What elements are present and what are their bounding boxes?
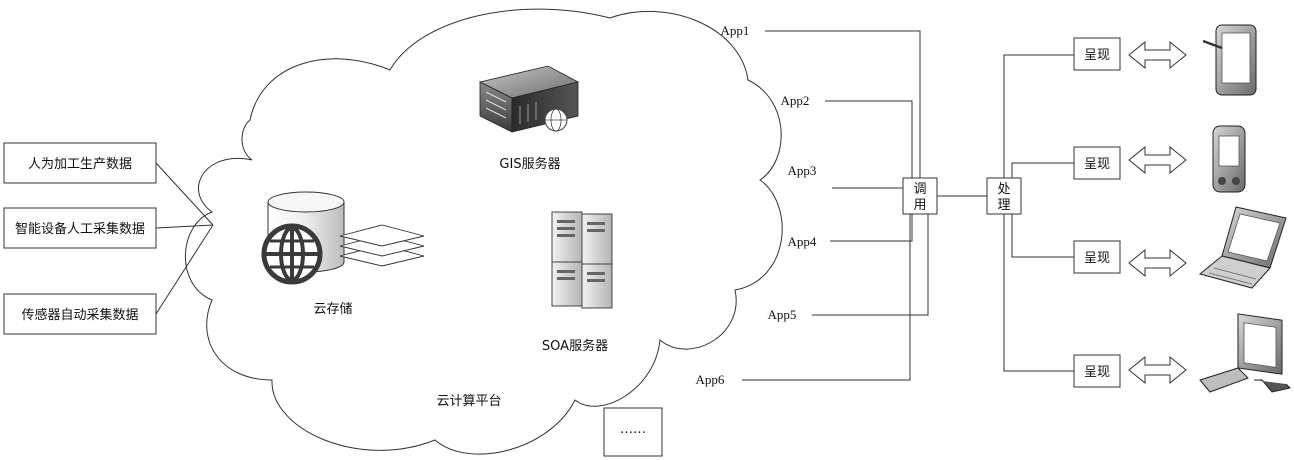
gis-server-label: GIS服务器 [499, 156, 560, 172]
source-box-sensor: 传感器自动采集数据 [3, 293, 157, 335]
present-label-3: 呈现 [1084, 251, 1110, 266]
tablet-icon [1202, 24, 1257, 96]
call-box-char-1: 调 [913, 182, 926, 197]
soa-server-icon [551, 211, 613, 309]
double-arrow-icon [1128, 355, 1187, 385]
source-box-smart-device: 智能设备人工采集数据 [3, 207, 157, 249]
pda-icon [1212, 125, 1246, 193]
source-label-sensor: 传感器自动采集数据 [21, 307, 138, 323]
process-box-char-2: 理 [997, 198, 1010, 213]
source-label-manual: 人为加工生产数据 [28, 157, 132, 172]
app6-label: App6 [696, 372, 725, 387]
present-box-2: 呈现 [1073, 146, 1121, 180]
more-services-box: …… [603, 407, 663, 457]
present-box-1: 呈现 [1073, 37, 1121, 71]
double-arrow-icon [1128, 145, 1187, 175]
more-services-label: …… [620, 422, 646, 437]
app2-label: App2 [781, 93, 810, 108]
present-label-4: 呈现 [1084, 365, 1110, 380]
connector-source-2 [155, 224, 214, 229]
cloud-platform [184, 8, 783, 455]
call-box-char-2: 用 [913, 198, 926, 213]
laptop-icon [1198, 206, 1287, 289]
cloud-storage-label: 云存储 [313, 302, 352, 317]
app4-label: App4 [788, 234, 817, 249]
connector-source-3 [155, 224, 214, 315]
present-label-2: 呈现 [1084, 157, 1110, 172]
double-arrow-icon [1128, 248, 1187, 278]
source-box-manual: 人为加工生产数据 [3, 142, 157, 184]
app3-label: App3 [788, 163, 817, 178]
gis-server-icon [478, 65, 580, 133]
connector-source-1 [155, 162, 214, 226]
cloud-storage-icon [261, 191, 425, 285]
app5-label: App5 [768, 307, 797, 322]
present-box-4: 呈现 [1073, 354, 1121, 388]
app-connectors [742, 30, 929, 381]
source-label-smart-device: 智能设备人工采集数据 [15, 221, 145, 237]
soa-server-label: SOA服务器 [542, 338, 608, 354]
present-label-1: 呈现 [1084, 48, 1110, 63]
process-box: 处 理 [986, 177, 1022, 215]
process-box-char-1: 处 [997, 182, 1010, 197]
present-connectors [1003, 54, 1074, 372]
double-arrow-icon [1128, 40, 1187, 70]
call-box: 调 用 [902, 177, 938, 215]
present-box-3: 呈现 [1073, 240, 1121, 274]
desktop-icon [1199, 313, 1291, 393]
globe-icon [261, 223, 323, 285]
data-layers-icon [339, 224, 425, 267]
cloud-platform-label: 云计算平台 [436, 394, 501, 409]
app1-label: App1 [721, 23, 750, 38]
